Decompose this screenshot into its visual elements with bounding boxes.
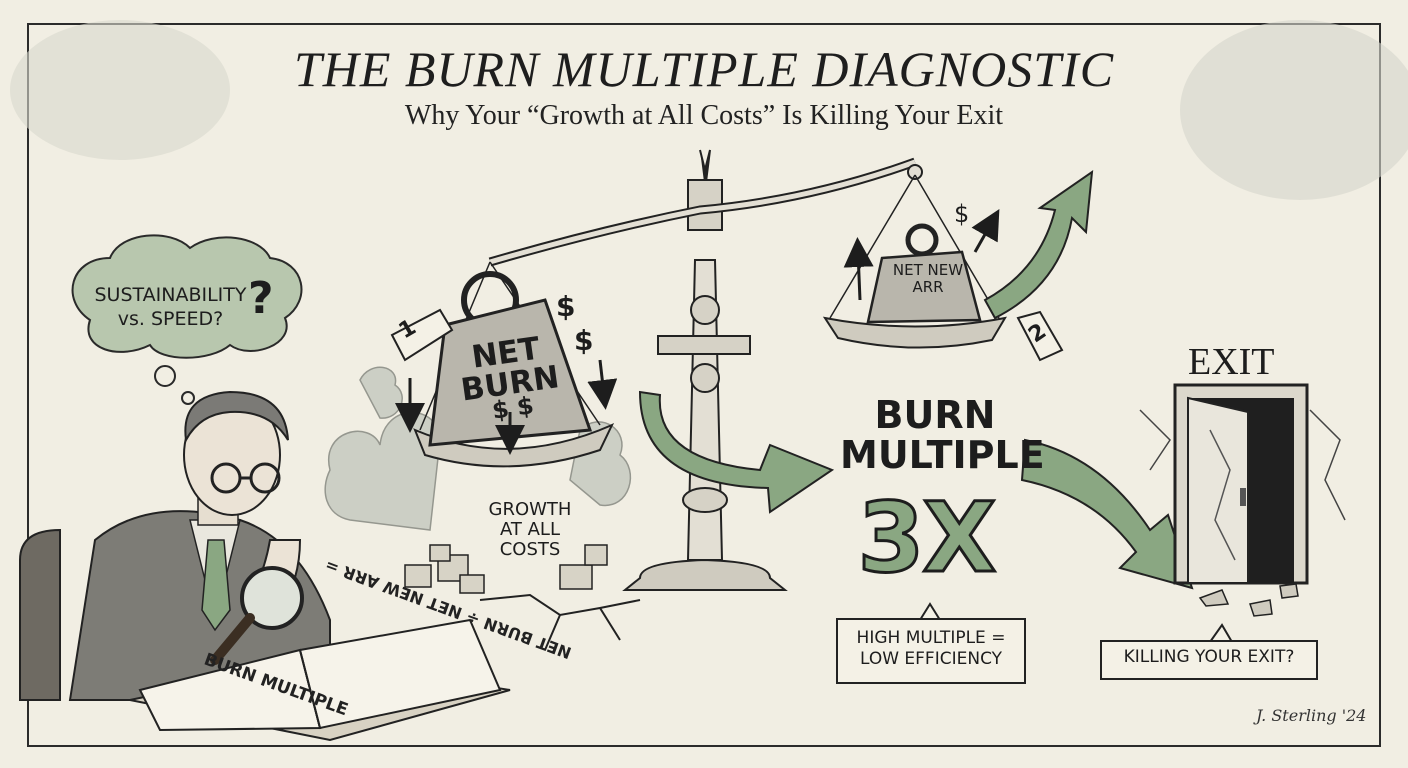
dollar-sign-icon: $ (574, 324, 594, 357)
green-up-arrow (983, 169, 1094, 320)
thought-dot (181, 391, 195, 405)
ground-crack (479, 593, 641, 651)
tag-2-shape (1016, 310, 1064, 362)
thought-bubble-text: SUSTAINABILITY vs. SPEED? (94, 284, 247, 330)
dollar-sign-icon: $ (556, 290, 576, 323)
up-arrows (843, 208, 1000, 301)
exit-sign: EXIT (1188, 341, 1275, 383)
killing-exit-callout: KILLING YOUR EXIT? (1100, 640, 1318, 680)
growth-at-all-costs-label: GROWTH AT ALL COSTS (488, 499, 572, 560)
artist-signature: J. Sterling '24 (1256, 706, 1367, 725)
door-debris (1198, 583, 1299, 617)
exit-door (1139, 383, 1346, 585)
green-down-arrow (1020, 438, 1194, 590)
page-subtitle: Why Your “Growth at All Costs” Is Killin… (404, 100, 1004, 131)
frame-border (27, 23, 1381, 747)
thought-bubble (71, 234, 303, 359)
callout-pointer-kill (1209, 623, 1233, 643)
dollar-sign-icon: $ (954, 200, 970, 228)
left-pan (413, 261, 615, 468)
burn-multiple-value: 3X (856, 482, 998, 594)
man-figure (19, 390, 331, 701)
right-pan (822, 174, 1007, 349)
green-curve-arrow (638, 390, 835, 514)
tag-1-shape (390, 308, 454, 362)
corner-wash-right (1180, 20, 1408, 200)
rubble-blocks (404, 544, 608, 594)
page-title: THE BURN MULTIPLE DIAGNOSTIC (293, 41, 1115, 97)
open-book (129, 618, 511, 742)
burn-multiple-label: BURN MULTIPLE (840, 393, 1045, 477)
question-mark-icon: ? (248, 273, 274, 324)
high-multiple-callout: HIGH MULTIPLE = LOW EFFICIENCY (836, 618, 1026, 684)
corner-wash-left (10, 20, 230, 160)
thought-dot (154, 365, 176, 387)
down-arrows (395, 359, 618, 455)
net-new-arr-label: NET NEW ARR (892, 261, 964, 296)
callout-pointer-high (919, 602, 941, 621)
smoke-cloud (324, 366, 631, 531)
division-symbol (657, 295, 751, 393)
